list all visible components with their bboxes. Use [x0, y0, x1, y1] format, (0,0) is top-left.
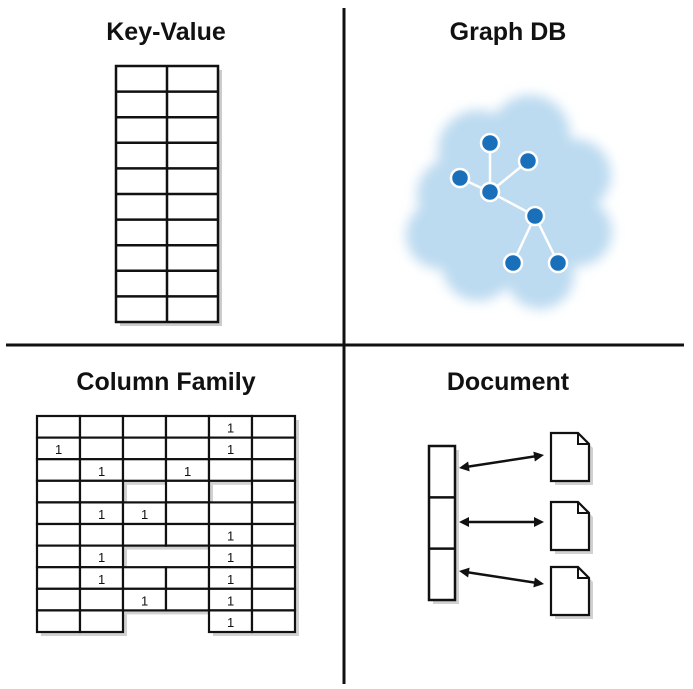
cf-cell [35, 458, 82, 482]
document-fold [577, 567, 589, 579]
cf-cell [35, 566, 82, 590]
document-arrow [464, 570, 539, 585]
cf-cell [250, 501, 297, 526]
cf-cell-value: 1 [55, 442, 62, 457]
cf-cell [250, 544, 297, 569]
cf-cell [35, 522, 82, 547]
cf-cell [35, 587, 82, 612]
arrow-head [459, 461, 470, 472]
cf-cell-value: 1 [227, 572, 234, 587]
cf-cell-value: 1 [184, 464, 191, 479]
document-diagram [427, 431, 593, 619]
cf-cell [250, 436, 297, 461]
cf-cell [35, 609, 82, 634]
cf-cell [250, 587, 297, 612]
cf-cell-value: 1 [227, 615, 234, 630]
cf-cell [164, 414, 211, 439]
document-fold [577, 502, 589, 514]
cf-cell [250, 479, 297, 504]
cf-cell [164, 436, 211, 461]
document-title: Document [447, 368, 570, 396]
cf-cell [78, 479, 125, 504]
cf-cell [250, 458, 297, 482]
graph-node [502, 252, 524, 274]
cf-cell-value: 1 [98, 550, 105, 565]
cf-cell-value: 1 [98, 464, 105, 479]
cf-cell [78, 436, 125, 461]
cf-cells: 1 1 1 1 1 1 1 1 1 1 1 1 1 1 1 [35, 414, 297, 634]
arrow-head [534, 517, 544, 527]
cf-cell [164, 566, 211, 590]
cf-cell [78, 414, 125, 439]
doc-index-column [427, 444, 457, 602]
graph-node [449, 167, 471, 189]
cf-cell [164, 587, 211, 612]
document-arrow [464, 454, 539, 469]
cf-cell [78, 522, 125, 547]
cf-cell-value: 1 [227, 529, 234, 544]
cf-cell-value: 1 [141, 507, 148, 522]
key-value-title: Key-Value [106, 18, 226, 46]
graph-nodes [449, 132, 569, 274]
cf-cell-value: 1 [227, 550, 234, 565]
cf-cell [250, 522, 297, 547]
cf-cell [207, 501, 254, 526]
arrow-head [459, 567, 470, 578]
cf-cell [250, 414, 297, 439]
cf-cell [121, 436, 168, 461]
cf-cell [121, 414, 168, 439]
document-icon [549, 431, 591, 483]
document-icon [549, 500, 591, 552]
graph-node [517, 150, 539, 172]
cf-cell-value: 1 [227, 421, 234, 436]
cf-cell [35, 414, 82, 439]
graph-node [479, 181, 501, 203]
cf-cell [164, 501, 211, 526]
cf-cell [207, 458, 254, 482]
column-family-title: Column Family [76, 368, 255, 396]
cf-cell [164, 479, 211, 504]
cf-cell [35, 479, 82, 504]
cf-cell [250, 609, 297, 634]
graph-node [479, 132, 501, 154]
document-icon [549, 565, 591, 617]
cf-cell-value: 1 [227, 442, 234, 457]
key-value-table [114, 64, 222, 326]
cf-cell [121, 566, 168, 590]
graph-node [524, 205, 546, 227]
cf-cell [78, 587, 125, 612]
cf-cell [78, 609, 125, 634]
graph-node [547, 252, 569, 274]
arrow-head [459, 517, 469, 527]
cf-cell [121, 458, 168, 482]
graph-db-title: Graph DB [450, 18, 567, 46]
cf-cell [250, 566, 297, 590]
cf-cell [35, 544, 82, 569]
cf-cell [35, 501, 82, 526]
cf-cell-value: 1 [141, 593, 148, 608]
cf-cell [121, 522, 168, 547]
cf-cell-value: 1 [98, 572, 105, 587]
cf-cell-value: 1 [98, 507, 105, 522]
arrow-head [533, 577, 544, 588]
cf-cell-value: 1 [227, 593, 234, 608]
cf-cell [164, 522, 211, 547]
column-family-table: 1 1 1 1 1 1 1 1 1 1 1 1 1 1 1 [35, 414, 299, 636]
document-fold [577, 433, 589, 445]
arrow-head [533, 451, 544, 462]
